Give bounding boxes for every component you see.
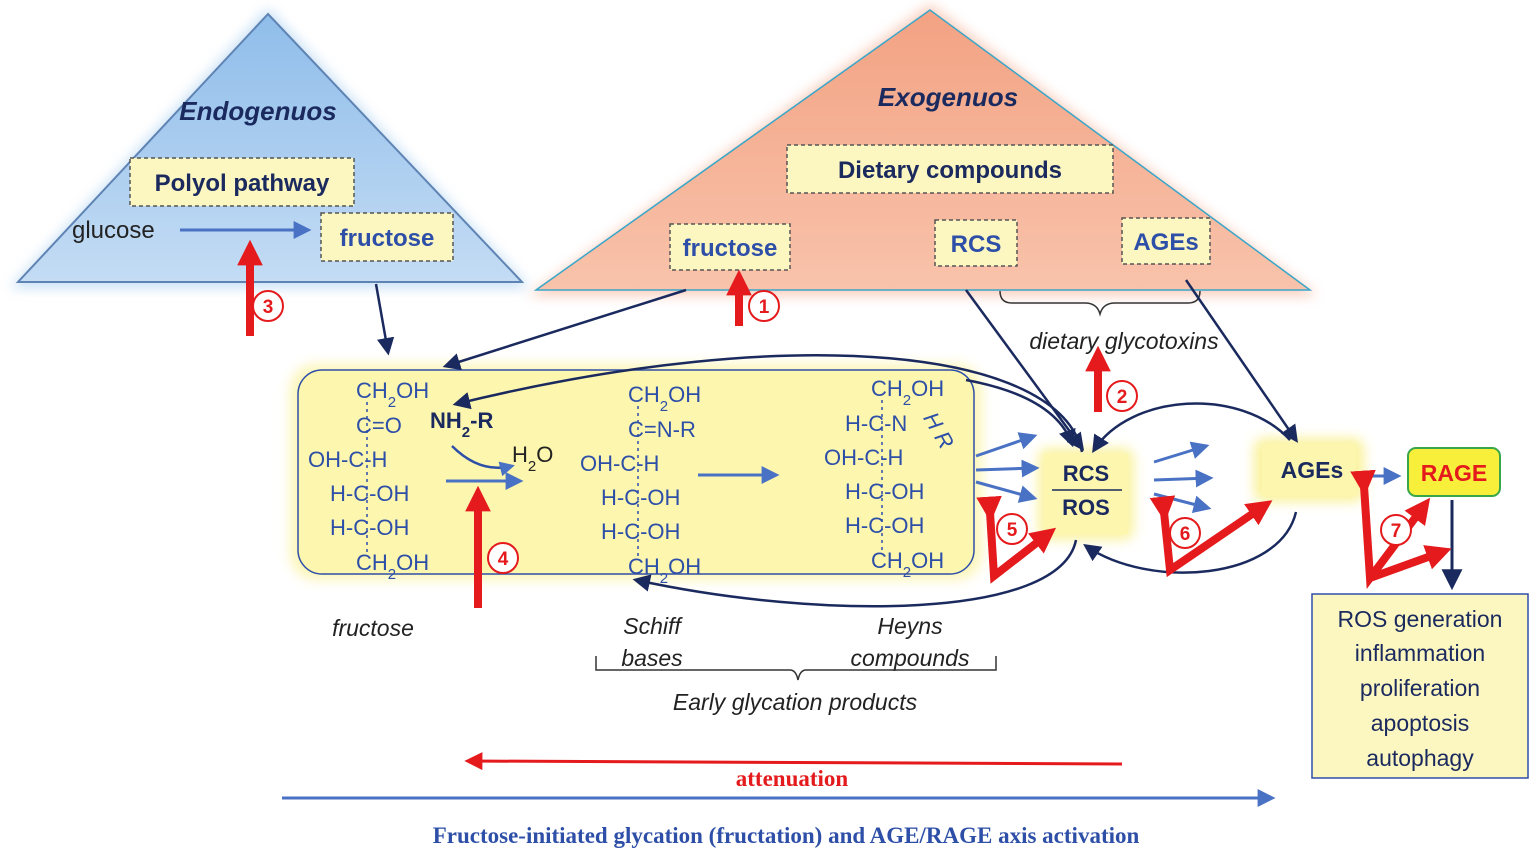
early-products-caption: Early glycation products [673,689,918,715]
ros-label: ROS [1062,495,1110,520]
fructose-atom: OH-C-H [308,447,387,472]
exo-ages-box [1121,217,1211,265]
heyns-atom: CH2OH [871,548,944,581]
endo-fructose-to-panel-arrow [374,283,395,356]
rcs-label: RCS [1063,461,1109,486]
red-inhibition-arrows [237,239,1452,608]
attenuation-arrow [464,752,1123,771]
rage-label: RAGE [1421,460,1487,486]
schiff-caption-line1: Schiff [623,613,683,639]
outcome-item: apoptosis [1371,710,1469,736]
endogenous-triangle: Endogenuos Polyol pathway glucose fructo… [10,8,530,288]
fructose-caption: fructose [332,615,414,641]
fructose-atom: H-C-OH [330,515,409,540]
water-release-arrow [451,445,515,477]
polyol-pathway-box [129,157,355,207]
step-marker: 4 [498,549,509,570]
heyns-atom: OH-C-H [824,445,903,470]
heyns-caption-line2: compounds [851,645,970,671]
glycotoxins-label: dietary glycotoxins [1029,328,1219,354]
step-marker: 2 [1117,387,1128,408]
ages-to-rcs-arrow [1092,402,1291,453]
schiff-atom: H-C-OH [601,485,680,510]
exo-rcs-label: RCS [951,231,1002,258]
navy-flow-arrows [374,279,1298,608]
heyns-atom: H-C-OH [845,513,924,538]
rcs-to-amine-arrow [452,354,1084,453]
step-marker: 5 [1007,520,1018,541]
marker-7-third-arrow [1368,545,1452,582]
exo-ages-to-ages-arrow [1184,279,1298,443]
heyns-structure: CH2OH H-C-N OH-C-H H-C-OH H-C-OH CH2OH H… [824,376,959,581]
fructose-atom: C=O [356,413,402,438]
footer-title: Fructose-initiated glycation (fructation… [433,823,1140,848]
endogenous-title: Endogenuos [179,96,336,126]
step-marker: 1 [759,297,770,318]
schiff-atom: CH2OH [628,382,701,415]
endo-fructose-label: fructose [340,225,435,252]
heyns-caption-line1: Heyns [877,613,943,639]
exogenous-triangle: Exogenuos Dietary compounds fructose RCS… [528,4,1318,296]
attenuation-label: attenuation [736,766,849,791]
marker-6-arrows [1149,495,1273,578]
amine-label: NH2-R [430,408,493,441]
rcs-ros-node [1044,454,1128,534]
ages-label: AGEs [1281,457,1344,483]
outcome-item: proliferation [1360,675,1480,701]
fructose-atom: CH2OH [356,378,429,411]
step-marker: 6 [1180,524,1191,545]
glycotoxins-brace [999,290,1201,317]
exo-fructose-box [669,223,791,271]
outcomes-box [1311,593,1529,779]
schiff-caption-line2: bases [621,645,683,671]
ros-to-schiff-arrow [632,539,1078,608]
step-marker: 7 [1391,521,1402,542]
exo-rcs-to-rcs-arrow [964,289,1085,451]
schiff-atom: C=N-R [628,417,696,442]
exogenous-title: Exogenuos [878,82,1018,112]
schiff-atom: OH-C-H [580,451,659,476]
heyns-atom: H-C-N [845,411,907,436]
heyns-atom: H-C-OH [845,479,924,504]
outcome-item: autophagy [1366,745,1474,771]
marker-5-arrows [976,495,1057,584]
exo-fructose-to-panel-arrow [442,288,687,371]
endo-fructose-box [320,212,454,262]
dietary-compounds-box [786,144,1114,194]
fructose-atom: CH2OH [356,550,429,583]
schiff-base-structure: CH2OH C=N-R OH-C-H H-C-OH H-C-OH CH2OH [580,382,701,587]
exo-ages-label: AGEs [1133,229,1198,256]
heyns-atom: CH2OH [871,376,944,409]
ages-node [1262,444,1356,496]
dietary-compounds-label: Dietary compounds [838,157,1062,184]
step-markers: 3 1 2 4 5 6 7 [252,290,1412,574]
early-products-brace [595,656,997,681]
fructose-atom: H-C-OH [330,481,409,506]
outcome-item: ROS generation [1338,606,1503,632]
polyol-pathway-label: Polyol pathway [155,170,330,197]
exo-rcs-box [934,219,1018,267]
schiff-atom: H-C-OH [601,519,680,544]
outcome-item: inflammation [1355,640,1485,666]
ages-to-ros-arrow [1083,511,1298,574]
water-label: H2O [512,442,553,475]
glucose-label: glucose [72,217,155,244]
step-marker: 3 [263,297,274,318]
exo-fructose-label: fructose [683,235,778,262]
fructose-structure: CH2OH C=O OH-C-H H-C-OH H-C-OH CH2OH [308,378,429,583]
